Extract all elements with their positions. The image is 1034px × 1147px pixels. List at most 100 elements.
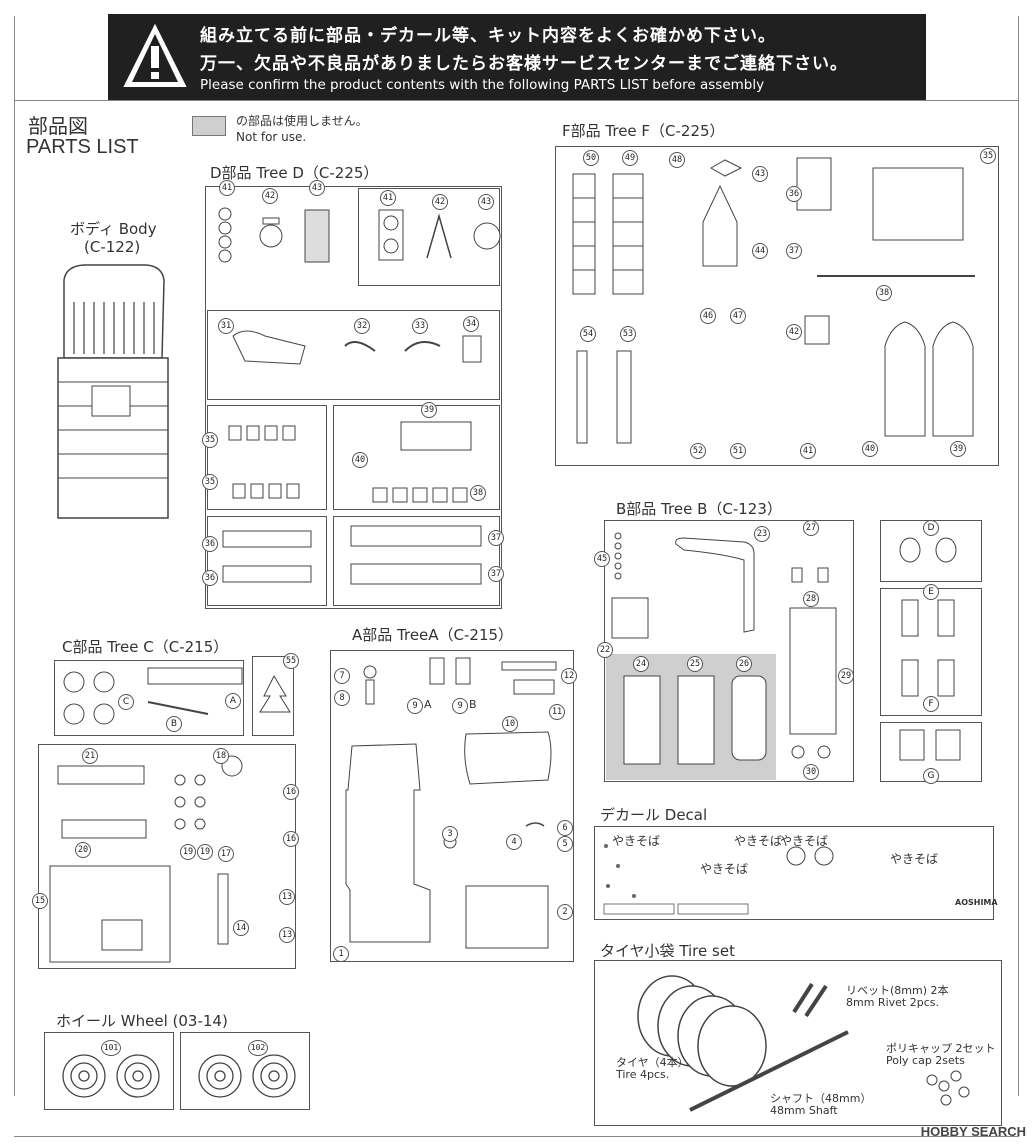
tree-b-side-parts — [899, 537, 961, 761]
d-label-33: 33 — [412, 318, 428, 334]
f-label-50: 50 — [583, 150, 599, 166]
b-letter-d: D — [923, 520, 939, 536]
c-letter-b: B — [166, 716, 182, 732]
c-label-18: 18 — [213, 748, 229, 764]
d-label-40: 40 — [352, 452, 368, 468]
b-letter-e: E — [923, 584, 939, 600]
c-label-55: 55 — [283, 653, 299, 669]
b-label-23: 23 — [754, 526, 770, 542]
tree-f-panel-3 — [666, 323, 770, 463]
decal-brand: AOSHIMA — [955, 898, 998, 907]
f-label-49: 49 — [622, 150, 638, 166]
body-drawing — [57, 264, 169, 519]
tree-d-title: D部品 Tree D（C-225） — [210, 164, 379, 182]
a-label-6: 6 — [557, 820, 573, 836]
warning-line-3: Please confirm the product contents with… — [200, 77, 765, 93]
d-label-37b: 37 — [488, 566, 504, 582]
d-label-36b: 36 — [202, 570, 218, 586]
d-label-32: 32 — [354, 318, 370, 334]
decal-text-1: やきそば — [612, 834, 661, 848]
f-label-52: 52 — [690, 443, 706, 459]
d-label-31: 31 — [218, 318, 234, 334]
f-label-39: 39 — [950, 441, 966, 457]
c-label-21: 21 — [82, 748, 98, 764]
c-label-16a: 16 — [283, 784, 299, 800]
decal-title: デカール Decal — [600, 806, 708, 824]
page-title-en: PARTS LIST — [26, 136, 139, 158]
f-label-40: 40 — [862, 441, 878, 457]
c-label-13b: 13 — [279, 927, 295, 943]
b-label-22: 22 — [597, 642, 613, 658]
a-label-9a: 9 — [407, 698, 423, 714]
warning-line-1: 組み立てる前に部品・デカール等、キット内容をよくお確かめ下さい。 — [200, 26, 776, 46]
tire-set-art — [637, 975, 970, 1112]
c-letter-c: C — [118, 694, 134, 710]
frame-right — [1018, 16, 1019, 1096]
d-label-35a: 35 — [202, 432, 218, 448]
d-label-38: 38 — [470, 485, 486, 501]
c-label-19b: 19 — [197, 844, 213, 860]
warning-banner: 組み立てる前に部品・デカール等、キット内容をよくお確かめ下さい。 万一、欠品や不… — [108, 14, 926, 100]
a-label-4: 4 — [506, 834, 522, 850]
b-label-30: 30 — [803, 764, 819, 780]
b-label-24: 24 — [633, 656, 649, 672]
f-label-41: 41 — [800, 443, 816, 459]
frame-left — [14, 16, 15, 1096]
tree-d-panel-4 — [207, 405, 327, 510]
d-label-42a: 42 — [262, 188, 278, 204]
b-label-27: 27 — [803, 520, 819, 536]
f-label-53: 53 — [620, 326, 636, 342]
legend-swatch — [192, 116, 226, 136]
f-label-37: 37 — [786, 243, 802, 259]
d-label-36a: 36 — [202, 536, 218, 552]
tire-set-title: タイヤ小袋 Tire set — [600, 942, 735, 960]
f-label-43: 43 — [752, 166, 768, 182]
f-label-36: 36 — [786, 186, 802, 202]
tire-ja: タイヤ（4本） — [616, 1056, 689, 1069]
shaft-ja: シャフト（48mm） — [770, 1092, 872, 1105]
tree-b-title: B部品 Tree B（C-123） — [616, 500, 782, 518]
decal-text-2: やきそば — [734, 834, 783, 848]
frame-top — [14, 100, 1019, 101]
f-label-47: 47 — [730, 308, 746, 324]
tree-a-title: A部品 TreeA（C-215） — [352, 626, 514, 644]
body-code: (C-122) — [84, 238, 141, 256]
decal-text-3: やきそば — [700, 862, 749, 876]
f-label-44: 44 — [752, 243, 768, 259]
d-label-41a: 41 — [219, 180, 235, 196]
d-label-41b: 41 — [380, 190, 396, 206]
tree-a-parts — [345, 657, 557, 949]
tree-f-panel-2 — [557, 323, 662, 463]
d-label-37a: 37 — [488, 530, 504, 546]
f-label-51: 51 — [730, 443, 746, 459]
a-label-11: 11 — [549, 704, 565, 720]
c-label-16b: 16 — [283, 831, 299, 847]
warning-line-2: 万一、欠品や不良品がありましたらお客様サービスセンターまでご連絡下さい。 — [200, 54, 848, 74]
b-label-25: 25 — [687, 656, 703, 672]
tree-b-parts — [611, 532, 837, 765]
watermark: HOBBY SEARCH — [920, 1124, 1026, 1139]
wheel-label-102: 102 — [248, 1040, 268, 1056]
f-label-42: 42 — [786, 324, 802, 340]
f-label-48: 48 — [669, 152, 685, 168]
a-label-8: 8 — [334, 690, 350, 706]
c-label-17: 17 — [218, 846, 234, 862]
c-label-19a: 19 — [180, 844, 196, 860]
b-label-28: 28 — [803, 591, 819, 607]
c-label-15: 15 — [32, 893, 48, 909]
b-label-45: 45 — [594, 551, 610, 567]
page-title-ja: 部品図 — [28, 114, 88, 138]
legend-en: Not for use. — [236, 130, 307, 144]
a-label-2: 2 — [557, 904, 573, 920]
b-letter-f: F — [923, 696, 939, 712]
d-label-39: 39 — [421, 402, 437, 418]
tree-f-title: F部品 Tree F（C-225） — [562, 122, 725, 140]
decal-art — [603, 844, 834, 915]
f-label-46: 46 — [700, 308, 716, 324]
polycap-en: Poly cap 2sets — [886, 1054, 965, 1067]
tree-b-d-box — [880, 520, 982, 582]
c-letter-a: A — [225, 693, 241, 709]
tree-f-parts — [572, 157, 975, 444]
b-label-26: 26 — [736, 656, 752, 672]
c-label-14: 14 — [233, 920, 249, 936]
